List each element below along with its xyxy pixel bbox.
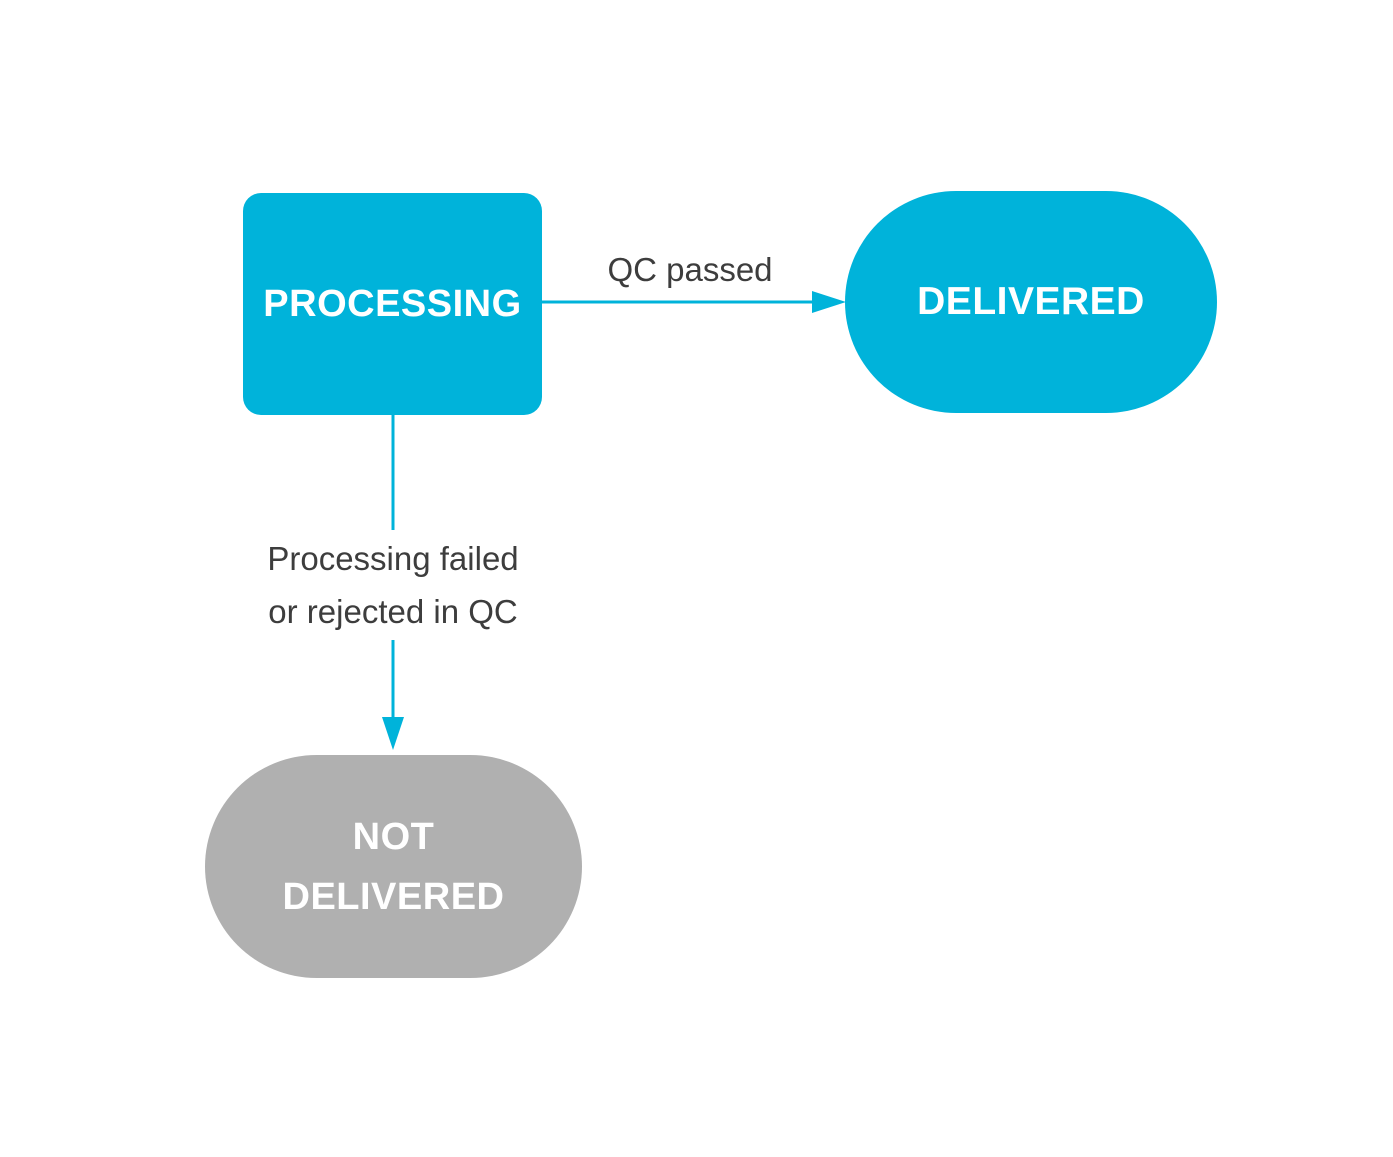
node-processing: PROCESSING [243,193,542,415]
node-processing-label: PROCESSING [263,282,522,325]
edge-label-processing-failed-line1: Processing failed [267,540,519,577]
node-not-delivered-label: NOT DELIVERED [282,815,505,918]
arrowhead-down-icon [382,717,404,750]
node-not-delivered: NOT DELIVERED [205,755,582,978]
node-delivered: DELIVERED [845,191,1217,413]
edge-label-processing-failed-line2: or rejected in QC [268,593,518,630]
edge-processing-to-not-delivered [382,415,404,750]
edge-processing-to-delivered [542,291,846,313]
edge-label-qc-passed: QC passed [607,251,773,288]
node-delivered-label: DELIVERED [917,280,1145,323]
arrowhead-right-icon [812,291,846,313]
edge-label-processing-failed: Processing failed or rejected in QC [267,532,518,638]
